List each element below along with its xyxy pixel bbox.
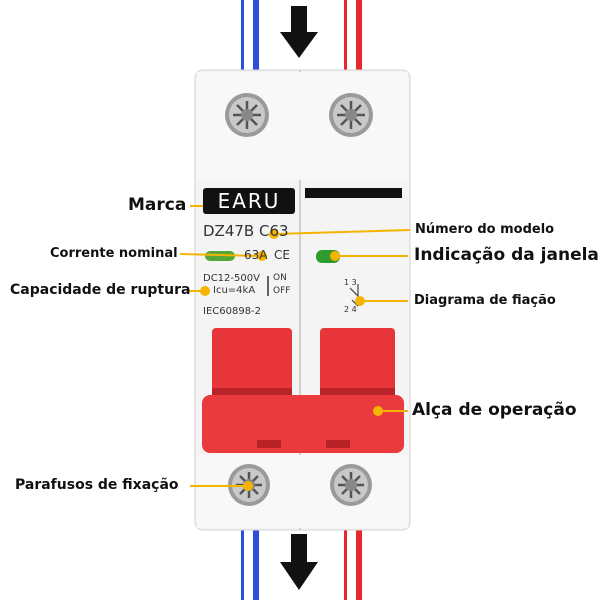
label-operating-handle: Alça de operação — [412, 400, 577, 420]
handle-slot-right — [326, 440, 350, 448]
current-mark-pill — [205, 251, 235, 261]
screw-top-left-icon — [225, 93, 269, 137]
callout-dot-screws — [243, 481, 253, 491]
brand-logo: EARU — [203, 188, 295, 214]
arrow-down-top-icon — [280, 6, 318, 58]
red-wire-top-core — [347, 0, 356, 70]
label-window-indication: Indicação da janela — [414, 245, 599, 265]
terminal-top-text: 1 3 — [344, 278, 357, 287]
bottom-terminal-block — [197, 455, 408, 528]
standard-text: IEC60898-2 — [203, 306, 262, 317]
right-pole-band — [305, 188, 402, 198]
callout-line-model — [273, 229, 411, 235]
breaking-capacity-text: Icu=4kA — [213, 285, 256, 296]
voltage-text: DC12-500V — [203, 273, 260, 284]
callout-dot-wiring — [355, 296, 365, 306]
terminal-bottom-text: 2 4 — [344, 305, 357, 314]
callout-line-current — [179, 253, 263, 257]
label-rated-current: Corrente nominal — [50, 246, 178, 261]
operating-handle — [202, 395, 404, 453]
switch-off-text: OFF — [273, 286, 291, 296]
label-model-number: Número do modelo — [415, 222, 555, 237]
callout-dot-breaking — [200, 286, 210, 296]
callout-dot-model — [269, 229, 279, 239]
model-text: DZ47B C63 — [203, 222, 289, 240]
current-mark: 63A — [244, 248, 268, 262]
red-wire-bottom-core — [347, 528, 356, 600]
callout-dot-current — [257, 251, 267, 261]
arrow-down-bottom-icon — [280, 534, 318, 590]
switch-on-text: ON — [273, 273, 287, 283]
handle-left-pole — [212, 328, 292, 400]
callout-dot-window — [330, 251, 340, 261]
model-suffix: C63 — [259, 222, 289, 240]
screw-bottom-right-icon — [330, 464, 372, 506]
handle-slot-left — [257, 440, 281, 448]
label-wiring-diagram: Diagrama de fiação — [414, 293, 556, 308]
label-breaking-capacity: Capacidade de ruptura — [10, 282, 191, 298]
screw-top-right-icon — [329, 93, 373, 137]
label-brand: Marca — [128, 195, 187, 215]
blue-wire-bottom-core — [244, 528, 253, 600]
callout-dot-handle — [373, 406, 383, 416]
model-name: DZ47B — [203, 222, 255, 240]
ce-mark: CE — [274, 248, 290, 262]
label-fixing-screws: Parafusos de fixação — [15, 477, 179, 493]
handle-right-pole — [320, 328, 395, 400]
blue-wire-top-core — [244, 0, 253, 70]
